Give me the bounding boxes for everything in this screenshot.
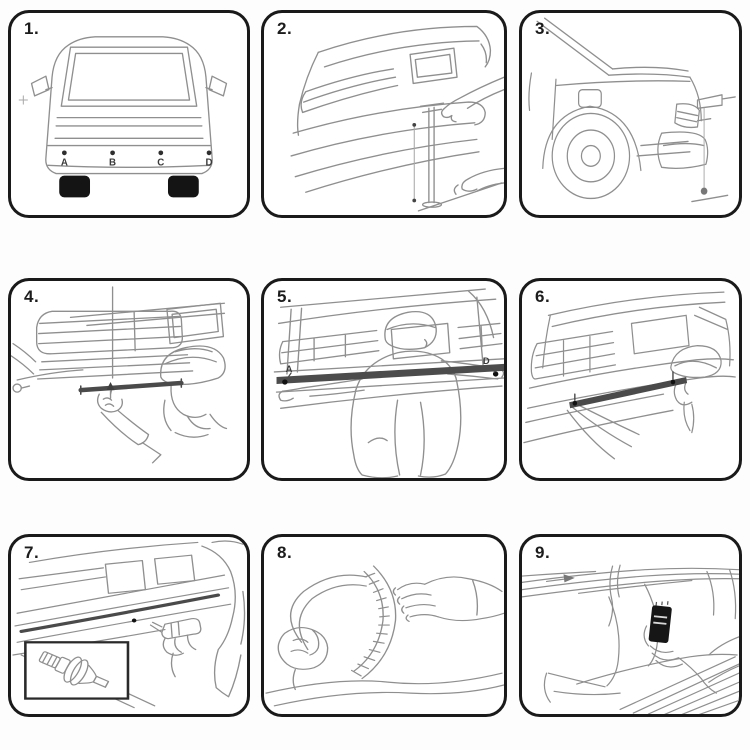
hand-top [440, 76, 504, 123]
bumper-strip [276, 363, 504, 385]
sensor-label-c: C [157, 157, 164, 168]
cable-loop [289, 574, 367, 651]
step-number: 5. [277, 287, 293, 306]
cable-bundle [522, 567, 739, 598]
hand-tool [673, 379, 695, 434]
illustration-mark-drill-point [11, 286, 228, 464]
trunk-floor-hatch [619, 656, 739, 714]
panel-step-4: 4. [8, 278, 250, 481]
panel-step-5: 5. A D [261, 278, 507, 481]
drill-hole-marks [572, 379, 676, 406]
illustration-rear-view-sensor-positions: A B C D [18, 36, 228, 198]
panel-step-9: 9. [519, 534, 742, 717]
step-number: 6. [535, 287, 551, 306]
illustration-drill-holes [523, 291, 736, 460]
mark-arrow [106, 382, 115, 391]
bumper-strip [78, 380, 184, 393]
right-hand-fingers [392, 582, 439, 623]
plumb-bob [700, 187, 708, 195]
measure-end-dots [282, 371, 499, 385]
sensor-label-b: B [109, 157, 116, 168]
step-number: 2. [277, 19, 293, 38]
panel-step-3: 3. [519, 10, 742, 218]
panel-step-6: 6. [519, 278, 742, 481]
sensor-detail [38, 651, 110, 688]
installer-arm [201, 540, 246, 698]
bumper-strip [569, 376, 688, 409]
step-number: 1. [24, 19, 40, 38]
installer-cap [160, 345, 226, 386]
spiral-tube-rings [350, 572, 390, 677]
measure-label-a: A [286, 364, 293, 374]
spiral-tube-edges [353, 565, 397, 680]
control-unit [648, 601, 672, 643]
step-number: 3. [535, 19, 551, 38]
panel-step-1: 1. A B C D [8, 10, 250, 218]
flag-marker [696, 94, 736, 109]
sensor-position-dots [61, 150, 212, 156]
sensor-label-a: A [61, 157, 68, 168]
panel-step-7: 7. [8, 534, 250, 717]
illustration-side-view-plumb [528, 17, 736, 203]
panel-step-8: 8. [261, 534, 507, 717]
sensor-in-hand [149, 617, 202, 640]
illustration-measure-bumper-height [290, 25, 504, 212]
illustration-mount-control-unit [522, 564, 739, 714]
step-number: 9. [535, 543, 551, 562]
hand-marking [96, 385, 123, 413]
hand-holding-unit [643, 625, 739, 694]
plumb-weights [412, 123, 417, 203]
illustration-measure-across-bumper: A D [273, 288, 504, 478]
step-number: 8. [277, 543, 293, 562]
left-arm [278, 378, 365, 402]
bumper-strip [19, 593, 221, 633]
left-hand-fist [277, 626, 329, 670]
illustration-insert-sensor [12, 540, 246, 709]
cable-strap [608, 564, 621, 627]
hand-bottom [453, 167, 504, 195]
sensor-label-d: D [206, 157, 213, 168]
panel-step-2: 2. [261, 10, 507, 218]
wheels [59, 175, 199, 198]
step-number: 7. [24, 543, 40, 562]
detail-inset-box [24, 641, 130, 700]
step-number: 4. [24, 287, 40, 306]
direction-arrow [563, 574, 575, 583]
reference-mark [18, 95, 28, 105]
measure-label-d: D [483, 356, 490, 366]
installer-head [384, 311, 437, 350]
measuring-pole [419, 102, 445, 204]
illustration-wrap-cable [265, 565, 504, 707]
drill-hole [131, 618, 137, 623]
